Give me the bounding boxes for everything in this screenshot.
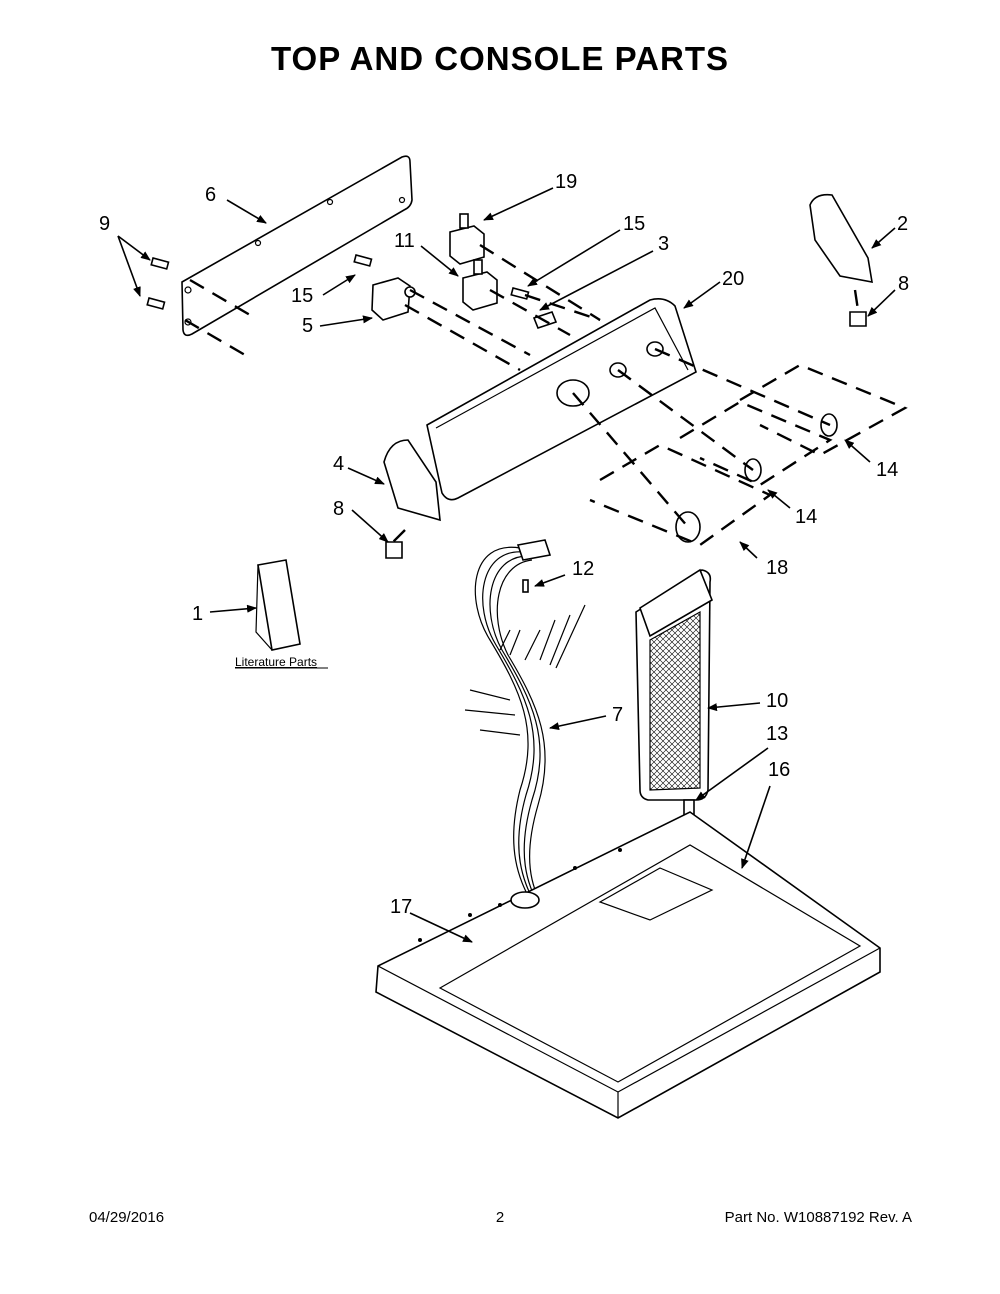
- callout-17: 17: [390, 896, 412, 918]
- end-cap-part-2: [809, 193, 873, 283]
- callout-3: 3: [658, 233, 669, 255]
- callout-8-right: 8: [898, 273, 909, 295]
- clip-part-8-left: [385, 541, 403, 559]
- switch-part-19: [449, 213, 485, 265]
- screw-part-15: [353, 254, 530, 300]
- leader-arrows: [117, 187, 896, 943]
- callout-2: 2: [897, 213, 908, 235]
- callout-19: 19: [555, 171, 577, 193]
- callout-7: 7: [612, 704, 623, 726]
- callout-11: 11: [394, 230, 415, 252]
- callout-15-right: 15: [623, 213, 645, 235]
- clip-part-8-right: [849, 311, 867, 327]
- top-panel-part-17: [375, 811, 881, 1119]
- literature-part-1: [255, 559, 301, 651]
- callout-8-left: 8: [333, 498, 344, 520]
- switch-part-11: [462, 259, 498, 311]
- literature-parts-label: Literature Parts: [235, 655, 317, 669]
- callout-10: 10: [766, 690, 788, 712]
- callout-6: 6: [205, 184, 216, 206]
- wire-harness-part-7: [464, 539, 586, 907]
- callout-9: 9: [99, 213, 110, 235]
- footer-part-number: Part No. W10887192 Rev. A: [724, 1209, 912, 1226]
- callout-5: 5: [302, 315, 313, 337]
- callout-12: 12: [572, 558, 594, 580]
- callout-1: 1: [192, 603, 203, 625]
- footer-page-number: 2: [495, 1209, 505, 1226]
- assembly-lines: [184, 243, 908, 885]
- footer-date: 04/29/2016: [89, 1209, 165, 1226]
- callout-13: 13: [766, 723, 788, 745]
- callout-14-upper: 14: [876, 459, 898, 481]
- timer-part-5: [371, 277, 416, 321]
- callout-15-left: 15: [291, 285, 313, 307]
- callout-14-lower: 14: [795, 506, 817, 528]
- callout-4: 4: [333, 453, 344, 475]
- screw-part-9: [146, 257, 170, 310]
- callout-16: 16: [768, 759, 790, 781]
- page-title: TOP AND CONSOLE PARTS: [271, 40, 729, 77]
- rear-bracket-part-6: [181, 155, 413, 337]
- callout-18: 18: [766, 557, 788, 579]
- end-cap-part-4: [383, 439, 441, 522]
- callout-labels: 1 2 3 4 5 6 7 8 8 9 10 11 12 13 14 14 15…: [99, 171, 909, 918]
- lint-screen-part-10: [635, 568, 713, 801]
- callout-20: 20: [722, 268, 744, 290]
